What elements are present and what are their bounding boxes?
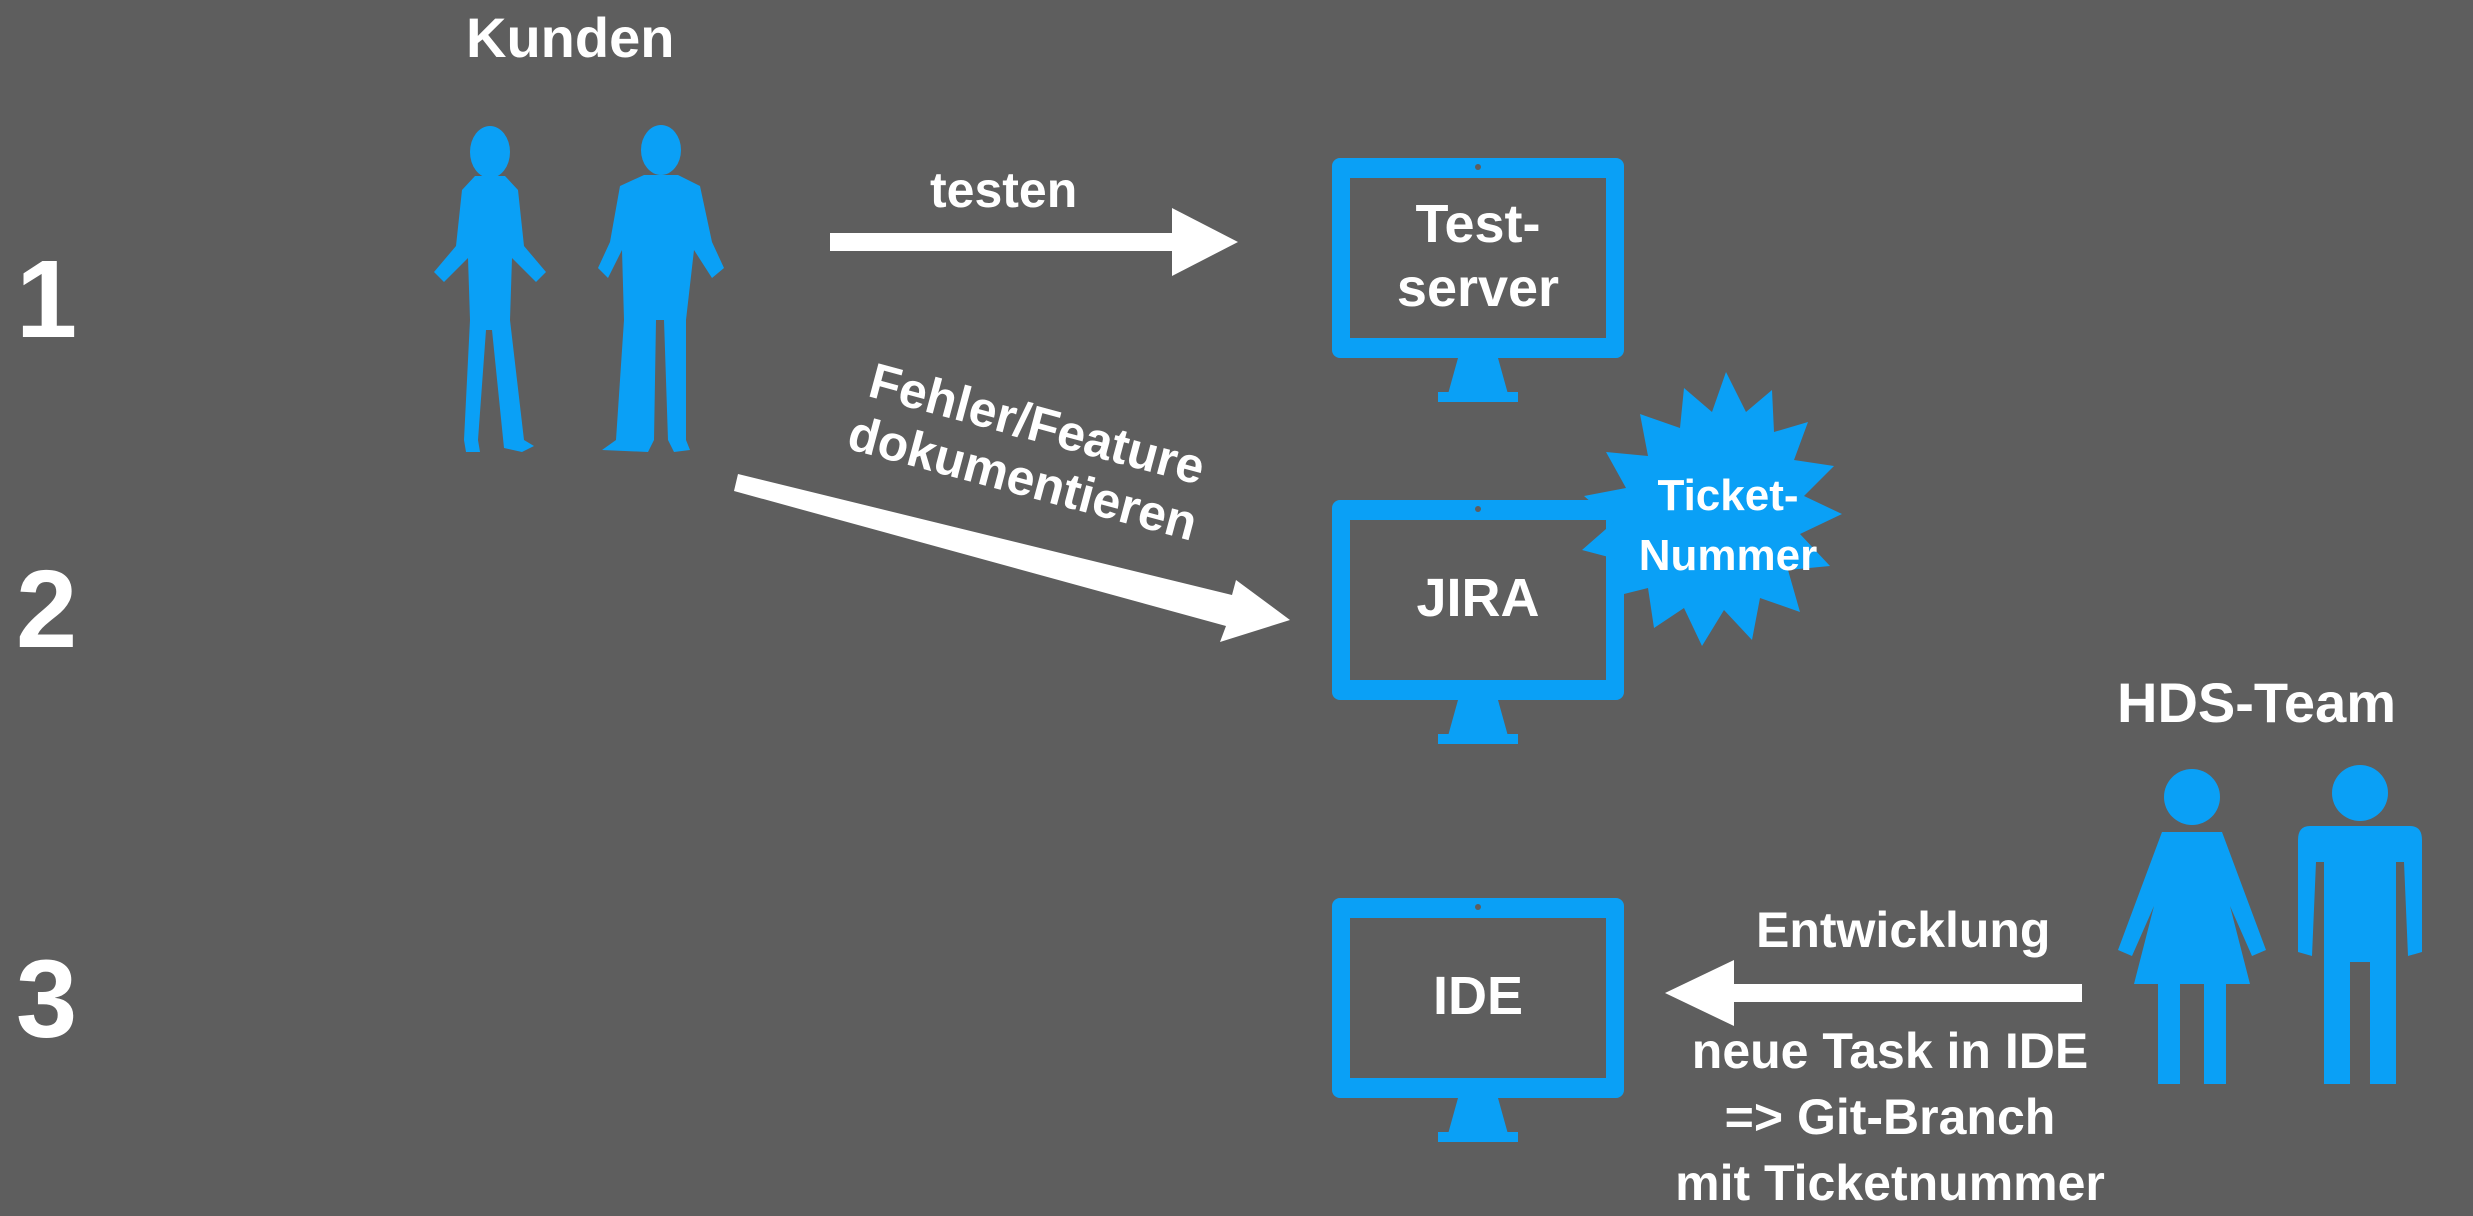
testserver-screen: Test- server — [1350, 178, 1606, 338]
customer-man-icon — [598, 125, 724, 452]
step-number-2: 2 — [16, 548, 78, 671]
development-notes: neue Task in IDE => Git-Branch mit Ticke… — [1640, 1018, 2140, 1216]
testserver-label-line2: server — [1396, 258, 1560, 318]
ide-screen: IDE — [1350, 918, 1606, 1078]
development-arrow-label: Entwicklung — [1756, 902, 2051, 958]
test-arrow — [830, 208, 1238, 276]
development-note-line1: neue Task in IDE — [1691, 1023, 2089, 1079]
ide-label: IDE — [1432, 966, 1524, 1026]
development-note-line2: => Git-Branch — [1724, 1089, 2056, 1145]
step-number-1: 1 — [16, 238, 78, 361]
jira-label: JIRA — [1416, 568, 1540, 628]
document-arrow — [734, 474, 1290, 642]
ticket-label: Ticket- Nummer — [1612, 466, 1844, 586]
customer-woman-icon — [434, 126, 546, 452]
test-arrow-label: testen — [930, 162, 1078, 218]
team-man-icon — [2298, 765, 2422, 1084]
development-arrow — [1665, 960, 2082, 1026]
ticket-label-line1: Ticket- — [1657, 471, 1799, 520]
team-woman-icon — [2118, 769, 2266, 1084]
ticket-label-line2: Nummer — [1638, 531, 1818, 580]
ticket-starburst-icon — [1582, 372, 1842, 646]
development-note-line3: mit Ticketnummer — [1675, 1155, 2105, 1211]
jira-screen: JIRA — [1350, 520, 1606, 680]
team-heading: HDS-Team — [2117, 671, 2397, 734]
customers-heading: Kunden — [466, 6, 675, 69]
testserver-label-line1: Test- — [1415, 194, 1541, 254]
step-number-3: 3 — [16, 938, 78, 1061]
